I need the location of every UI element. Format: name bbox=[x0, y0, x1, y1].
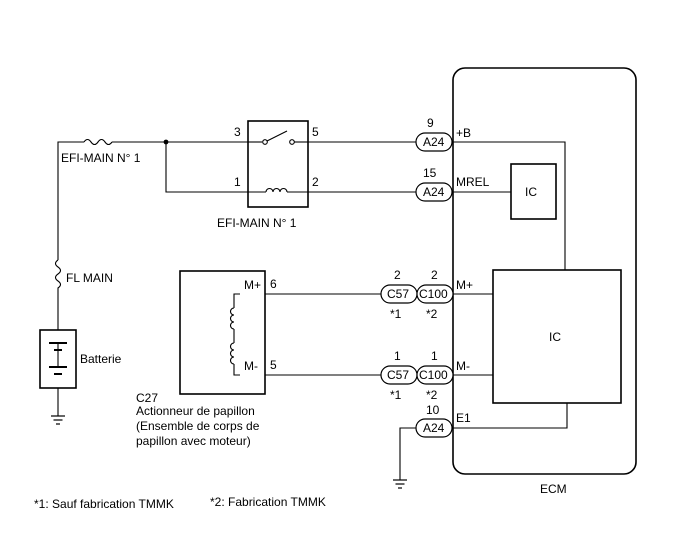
relay-coil bbox=[265, 187, 288, 193]
relay-pin-5: 5 bbox=[312, 125, 319, 139]
pin-label-e1: E1 bbox=[456, 411, 471, 425]
relay-contact bbox=[289, 139, 295, 145]
efi-main-fuse bbox=[83, 138, 113, 146]
relay-contact bbox=[262, 139, 268, 145]
footnote-1: *1: Sauf fabrication TMMK bbox=[34, 497, 174, 511]
ecm-ic-top-label: IC bbox=[525, 185, 537, 199]
efi-main-relay bbox=[247, 120, 309, 208]
connector-c100-m-minus-label: C100 bbox=[419, 368, 448, 382]
connector-c100-m-plus bbox=[416, 284, 454, 304]
relay-label: EFI-MAIN N° 1 bbox=[217, 216, 297, 230]
motor-coil bbox=[229, 307, 235, 330]
connector-a24-e1-label: A24 bbox=[423, 421, 445, 435]
pin-label-m-plus: M+ bbox=[456, 278, 473, 292]
fl-main-fuse-label: FL MAIN bbox=[66, 271, 113, 285]
ground-icon bbox=[393, 479, 407, 489]
pin-label-mrel: MREL bbox=[456, 175, 490, 189]
actuator-pin-m-plus: M+ bbox=[244, 278, 261, 292]
ecm-wire-plus-b bbox=[453, 141, 566, 270]
wire-e1-to-ground bbox=[399, 427, 416, 480]
relay-pin-3: 3 bbox=[234, 125, 241, 139]
c57-pin-m-minus: 1 bbox=[394, 349, 401, 363]
actuator-name-line3: papillon avec moteur) bbox=[136, 434, 251, 448]
battery-label: Batterie bbox=[80, 352, 122, 366]
connector-a24-mrel-label: A24 bbox=[423, 185, 445, 199]
ecm-ic-main bbox=[492, 269, 622, 404]
throttle-actuator bbox=[179, 270, 266, 395]
c100-pin-m-minus: 1 bbox=[431, 349, 438, 363]
relay-pin-2: 2 bbox=[312, 175, 319, 189]
note-mark-1: *1 bbox=[390, 388, 402, 402]
efi-main-fuse-label: EFI-MAIN N° 1 bbox=[61, 151, 141, 165]
relay-pin-1: 1 bbox=[234, 175, 241, 189]
wire-to-relay-coil bbox=[165, 142, 248, 193]
fl-main-fuse bbox=[54, 259, 62, 330]
actuator-code: C27 bbox=[136, 391, 158, 405]
motor-coil bbox=[229, 342, 235, 365]
connector-c100-m-minus bbox=[416, 365, 454, 385]
actuator-name-line1: Actionneur de papillon bbox=[136, 404, 255, 418]
c100-pin-m-plus: 2 bbox=[431, 268, 438, 282]
connector-c57-m-plus-label: C57 bbox=[387, 287, 409, 301]
note-mark-1: *1 bbox=[390, 307, 402, 321]
ecm-wire-e1 bbox=[453, 403, 568, 429]
ecm-pin-15: 15 bbox=[423, 166, 437, 180]
ecm-pin-10: 10 bbox=[426, 403, 440, 417]
connector-a24-mrel bbox=[415, 182, 453, 202]
actuator-wire-minus bbox=[233, 364, 240, 376]
connector-a24-plus-b-label: A24 bbox=[423, 135, 445, 149]
actuator-pin-5: 5 bbox=[270, 358, 277, 372]
actuator-pin-m-minus: M- bbox=[244, 359, 258, 373]
c57-pin-m-plus: 2 bbox=[394, 268, 401, 282]
note-mark-2: *2 bbox=[426, 307, 438, 321]
note-mark-2: *2 bbox=[426, 388, 438, 402]
footnote-2: *2: Fabrication TMMK bbox=[210, 495, 326, 509]
ground-icon bbox=[51, 415, 65, 425]
ecm-label: ECM bbox=[540, 482, 567, 496]
wire-battery-to-fuse bbox=[57, 141, 84, 260]
ecm-box bbox=[452, 67, 637, 475]
relay-switch-blade bbox=[266, 130, 288, 142]
ecm-pin-9: 9 bbox=[427, 116, 434, 130]
connector-a24-plus-b bbox=[415, 132, 453, 152]
pin-label-plus-b: +B bbox=[456, 126, 471, 140]
pin-label-m-minus: M- bbox=[456, 359, 470, 373]
actuator-wire-plus bbox=[233, 293, 240, 308]
actuator-name-line2: (Ensemble de corps de bbox=[136, 419, 260, 433]
ecm-ic-main-label: IC bbox=[549, 330, 561, 344]
actuator-pin-6: 6 bbox=[270, 277, 277, 291]
connector-c100-m-plus-label: C100 bbox=[419, 287, 448, 301]
connector-c57-m-minus-label: C57 bbox=[387, 368, 409, 382]
